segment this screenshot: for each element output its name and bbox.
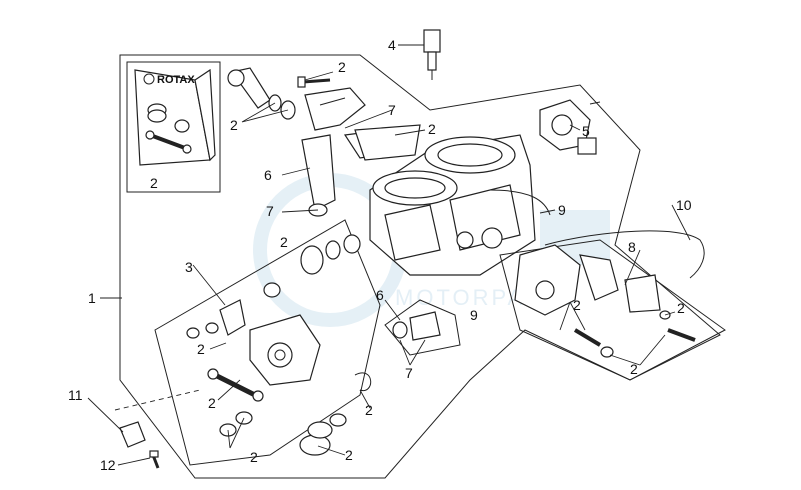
throttle-linkage-parts [186, 234, 372, 456]
clamp-and-screw [119, 421, 160, 469]
callout-8: 8 [628, 239, 636, 255]
sensor-4 [423, 29, 441, 80]
callout-2: 2 [365, 402, 373, 418]
callout-2: 2 [428, 121, 436, 137]
callout-11: 11 [68, 387, 83, 403]
callout-2: 2 [345, 447, 353, 463]
callout-2: 2 [280, 234, 288, 250]
leader-lines [87, 44, 691, 466]
callout-7: 7 [405, 365, 413, 381]
callout-2: 2 [197, 341, 205, 357]
callout-2: 2 [573, 297, 581, 313]
callout-9: 9 [470, 307, 478, 323]
callout-3: 3 [185, 259, 193, 275]
throttle-body [343, 127, 536, 276]
callout-6: 6 [376, 287, 384, 303]
callout-4: 4 [388, 37, 396, 53]
callout-6: 6 [264, 167, 272, 183]
callout-2: 2 [677, 300, 685, 316]
callout-7: 7 [388, 102, 396, 118]
throttle-position-sensor [539, 99, 601, 155]
fuel-hose [544, 230, 705, 279]
throttle-linkage-box [154, 219, 381, 466]
callout-2: 2 [250, 449, 258, 465]
callout-2: 2 [150, 175, 158, 191]
idle-actuator-box [384, 299, 461, 356]
callout-12: 12 [100, 457, 116, 473]
callout-5: 5 [582, 123, 590, 139]
dash-line [114, 389, 201, 411]
kit-outline [119, 54, 721, 479]
callout-1: 1 [88, 290, 96, 306]
callout-10: 10 [676, 197, 692, 213]
callout-2: 2 [338, 59, 346, 75]
callout-9: 9 [558, 202, 566, 218]
callout-2: 2 [630, 361, 638, 377]
callout-2: 2 [230, 117, 238, 133]
rotax-logo-text: ROTAX [157, 74, 195, 86]
callout-2: 2 [208, 395, 216, 411]
pressure-regulator-box [499, 239, 726, 381]
instruction-leaflet: ROTAX [126, 61, 221, 193]
rotax-logo-icon [143, 73, 155, 85]
upper-fittings [227, 67, 366, 131]
callout-7: 7 [266, 203, 274, 219]
idle-actuator [392, 311, 441, 341]
pressure-regulator [514, 244, 696, 358]
